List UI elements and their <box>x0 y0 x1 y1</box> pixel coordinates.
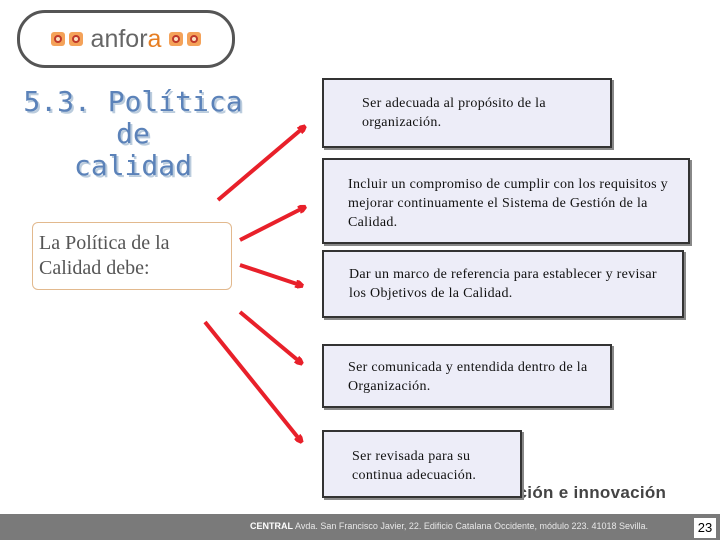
requirement-box-2: Incluir un compromiso de cumplir con los… <box>322 158 690 244</box>
logo-square-icon <box>169 32 184 46</box>
anfora-logo: anfora <box>17 10 235 68</box>
requirement-box-3: Dar un marco de referencia para establec… <box>322 250 684 318</box>
logo-wordmark: anfora <box>90 24 162 53</box>
footer-bar <box>0 514 720 540</box>
arrow-1 <box>216 128 303 202</box>
arrow-2 <box>239 208 303 242</box>
logo-square-icon <box>68 32 83 46</box>
arrow-5 <box>203 320 300 440</box>
arrow-4 <box>238 310 300 362</box>
slide-title: 5.3. Política de calidad <box>23 85 243 182</box>
logo-square-icon <box>50 32 65 46</box>
requirement-box-5: Ser revisada para su continua adecuación… <box>322 430 522 498</box>
logo-square-icon <box>187 32 202 46</box>
requirement-box-4: Ser comunicada y entendida dentro de la … <box>322 344 612 408</box>
subtitle-box: La Política de la Calidad debe: <box>32 222 232 290</box>
requirement-box-1: Ser adecuada al propósito de la organiza… <box>322 78 612 148</box>
page-number: 23 <box>694 518 716 538</box>
arrow-3 <box>239 263 300 285</box>
footer-address: CENTRAL Avda. San Francisco Javier, 22. … <box>250 521 649 531</box>
